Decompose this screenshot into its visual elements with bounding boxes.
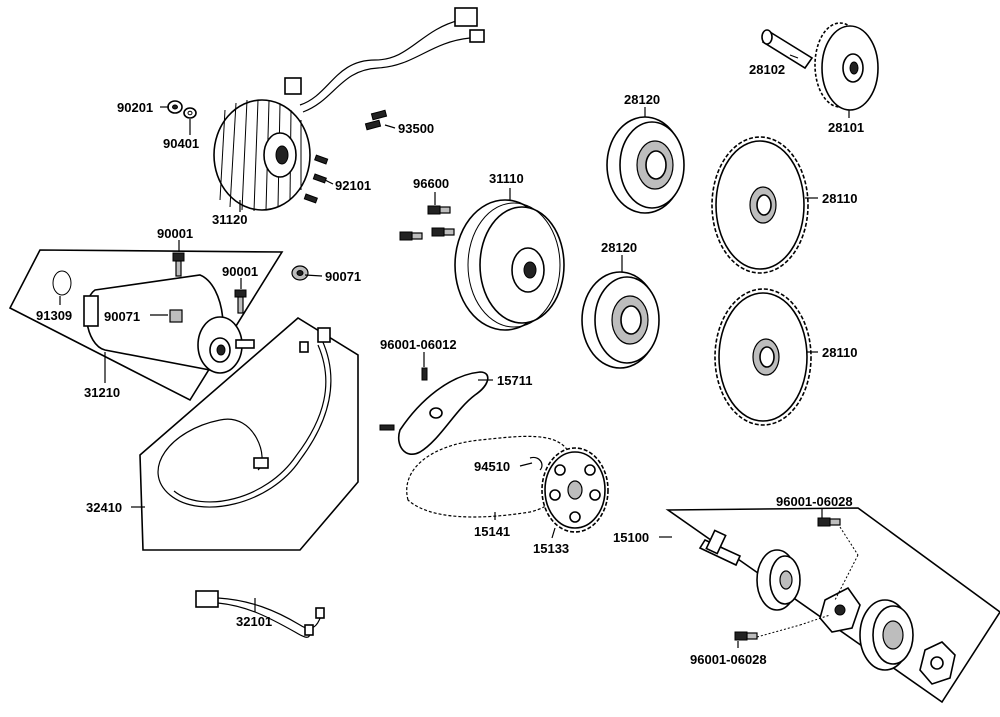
starter-gear-28110-top [711,136,809,274]
cable-group-frame [139,317,359,551]
label-32410: 32410 [86,500,122,515]
label-31210: 31210 [84,385,120,400]
label-90071-a: 90071 [325,269,361,284]
o-ring-91309 [52,270,72,296]
bolts-96600 [399,205,455,241]
label-90201: 90201 [117,100,153,115]
label-94510: 94510 [474,459,510,474]
stator-31120 [213,7,485,212]
screws-93500 [364,109,388,131]
shaft-28102 [761,29,814,70]
flywheel-31110 [454,199,565,331]
clip-94510 [529,456,543,471]
bolt-90001-b [234,289,247,314]
label-91309: 91309 [36,308,72,323]
starter-motor-31210 [83,274,255,374]
idle-gear-28101 [814,22,879,111]
bolt-90001-a [172,252,185,277]
washer-90401 [183,107,197,119]
label-90401: 90401 [163,136,199,151]
pump-housing [859,599,914,671]
label-90071-b: 90071 [104,309,140,324]
label-15711: 15711 [497,373,532,388]
label-32101: 32101 [236,614,272,629]
chain-15141 [406,435,572,518]
screw-96001-06028-top [817,517,841,527]
nut-90201 [167,100,183,114]
label-96001-06012: 96001-06012 [380,337,457,352]
pump-cover [756,549,801,611]
pump-shaft [698,529,742,567]
leader-lines [59,54,859,648]
label-31120: 31120 [212,212,247,227]
chain-guide-15711 [379,367,489,455]
nut-90071-a [169,309,183,323]
label-96001-06028-top: 96001-06028 [776,494,853,509]
label-90001-b: 90001 [222,264,258,279]
sprocket-15133 [541,447,609,533]
label-96001-06028-bottom: 96001-06028 [690,652,767,667]
wire-harness-32101 [195,590,325,638]
starter-group-frame [8,249,284,402]
pump-rotor-plate [819,586,861,633]
screw-96001-06028-bottom [734,631,758,641]
nut-90071-b [291,265,309,281]
label-28102: 28102 [749,62,785,77]
label-93500: 93500 [398,121,434,136]
label-15133: 15133 [533,541,569,556]
label-92101: 92101 [335,178,371,193]
starter-cable-32410 [157,327,332,508]
label-28120-bottom: 28120 [601,240,637,255]
label-31110: 31110 [489,171,524,186]
label-15100: 15100 [613,530,649,545]
label-28101: 28101 [828,120,864,135]
label-90001-a: 90001 [157,226,193,241]
label-96600: 96600 [413,176,449,191]
pump-inner-rotor [919,641,956,685]
label-28110-bottom: 28110 [822,345,857,360]
one-way-clutch-28120-top [606,116,685,214]
label-28110-top: 28110 [822,191,857,206]
starter-gear-28110-bottom [714,288,812,426]
label-28120-top: 28120 [624,92,660,107]
pump-group-frame [665,507,1000,704]
label-15141: 15141 [474,524,510,539]
one-way-clutch-28120-bottom [581,271,660,369]
